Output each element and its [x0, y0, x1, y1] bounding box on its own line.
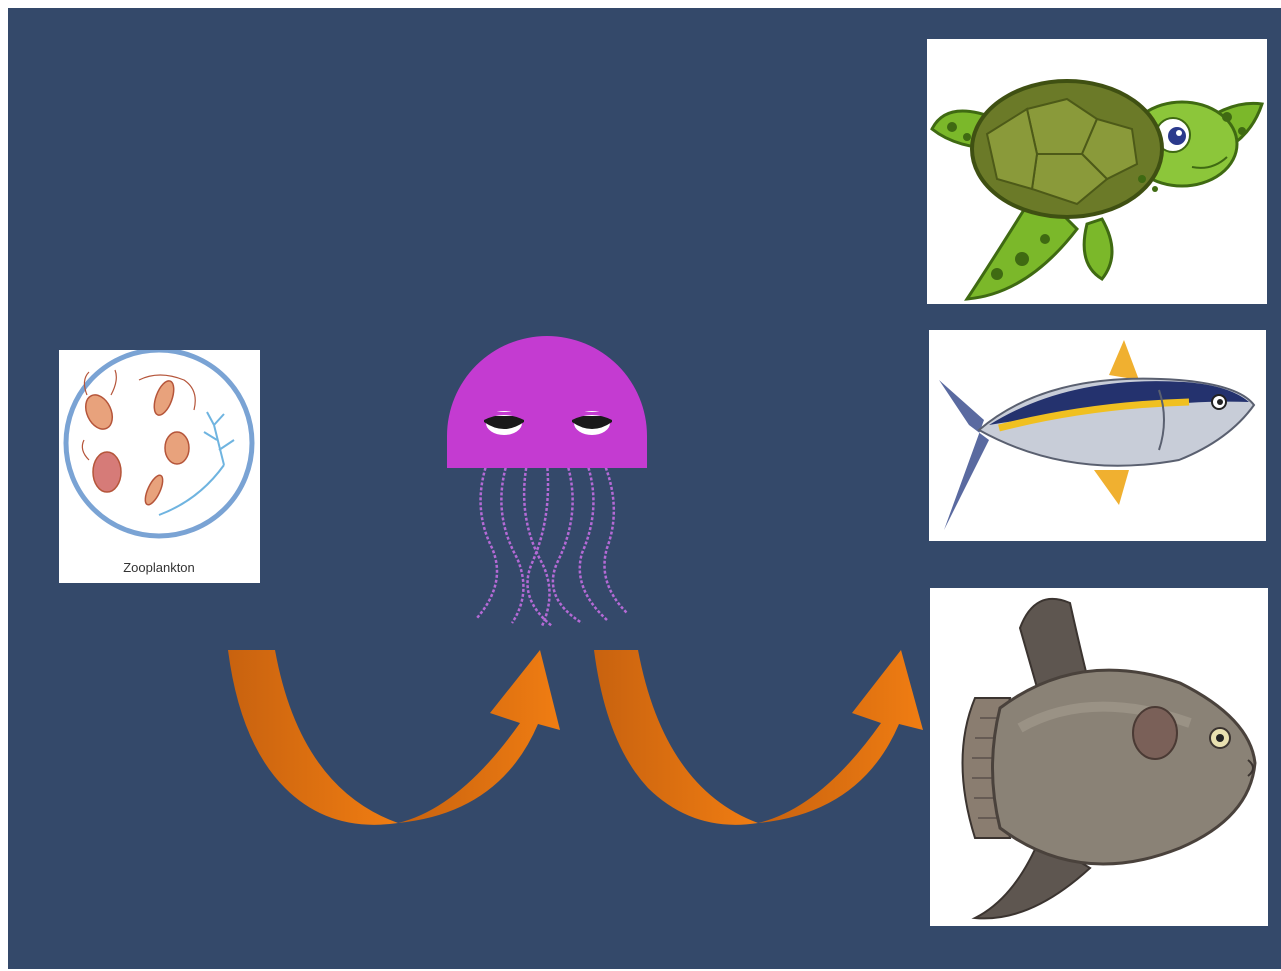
sea-turtle-illustration: [927, 39, 1267, 304]
arrow-jellyfish-to-predators: [586, 638, 931, 828]
zooplankton-label: Zooplankton: [123, 560, 195, 575]
tuna-illustration: [929, 330, 1266, 541]
ocean-sunfish-illustration: [930, 588, 1268, 926]
zooplankton-illustration: Zooplankton: [59, 350, 260, 583]
tuna-card: [929, 330, 1266, 541]
jellyfish-illustration: [432, 328, 662, 628]
sea-turtle-card: [927, 39, 1267, 304]
zooplankton-card: Zooplankton: [59, 350, 260, 583]
food-chain-diagram: Zooplankton: [8, 8, 1281, 969]
arrow-zooplankton-to-jellyfish: [220, 638, 570, 828]
ocean-sunfish-card: [930, 588, 1268, 926]
